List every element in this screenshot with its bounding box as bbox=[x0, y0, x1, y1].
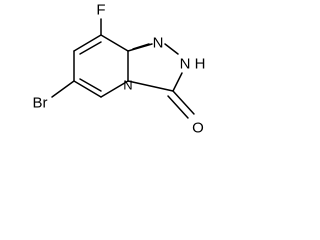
bond-c8a-n1 bbox=[127, 43, 153, 52]
bond-n2-c3 bbox=[172, 72, 183, 92]
oxygen-label: O bbox=[192, 120, 204, 137]
bond-c6-br bbox=[51, 80, 75, 98]
bond-c7-c8 bbox=[73, 34, 102, 52]
bridgehead-nitrogen-label: N bbox=[123, 78, 132, 93]
bond-n4-c5 bbox=[100, 80, 129, 98]
fluorine-label: F bbox=[96, 2, 105, 19]
bromine-label: Br bbox=[33, 95, 48, 112]
bond-c3-n4 bbox=[127, 80, 174, 92]
double-bond-c3-o bbox=[167, 95, 189, 119]
double-bond-c7-c8 bbox=[79, 41, 102, 55]
ring-nitrogen-2-hydrogen-label: H bbox=[195, 56, 206, 73]
molecule-structure: F Br N N H N O bbox=[33, 2, 206, 137]
ring-nitrogen-2-label: N bbox=[180, 56, 191, 73]
double-bond-c5-c6 bbox=[79, 78, 102, 92]
bond-c3-o bbox=[172, 90, 195, 115]
bond-c5-c6 bbox=[73, 80, 102, 98]
bond-c8-c8a bbox=[100, 34, 129, 52]
bond-n1-n2 bbox=[164, 43, 179, 55]
ring-nitrogen-1-label: N bbox=[153, 35, 164, 52]
